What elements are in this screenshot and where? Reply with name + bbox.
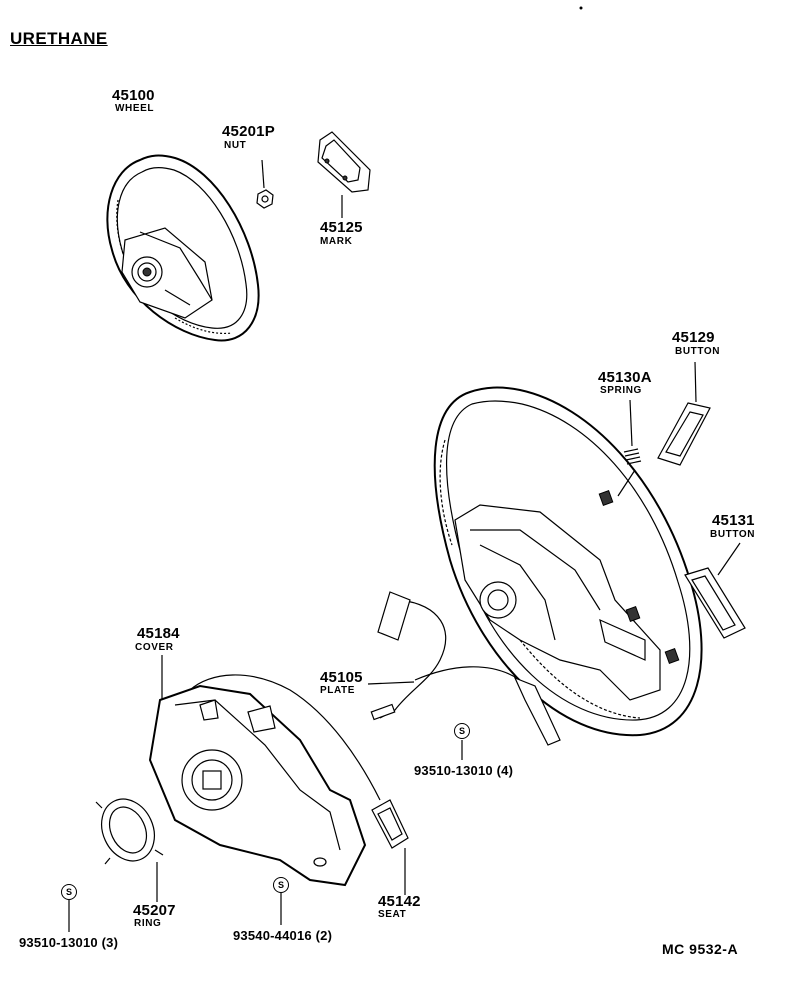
- diagram-code: MC 9532-A: [662, 941, 739, 957]
- diagram-title: URETHANE: [10, 29, 108, 48]
- wheel-small-drawing: [106, 154, 260, 342]
- mark-drawing: [317, 131, 371, 218]
- seat-drawing: [371, 799, 409, 895]
- part-number-button-lower: 45131: [712, 512, 755, 529]
- part-name-button-upper: BUTTON: [675, 346, 721, 357]
- part-number-mark: 45125: [320, 219, 363, 236]
- part-number-nut: 45201P: [222, 123, 275, 140]
- part-name-cover: COVER: [135, 642, 174, 653]
- part-name-spring: SPRING: [600, 385, 642, 396]
- spring-drawing: [623, 399, 642, 465]
- nut-drawing: [256, 159, 274, 209]
- standard-part-number: 93510-13010 (3): [19, 935, 119, 950]
- standard-part-symbol: S: [273, 877, 289, 893]
- part-number-plate: 45105: [320, 669, 363, 686]
- standard-part-number: 93540-44016 (2): [233, 928, 333, 943]
- standard-part-number: 93510-13010 (4): [414, 763, 514, 778]
- part-number-cover: 45184: [137, 625, 180, 642]
- plate-wire-drawing: [367, 591, 561, 746]
- part-number-seat: 45142: [378, 893, 421, 910]
- part-number-spring: 45130A: [598, 369, 652, 386]
- part-name-plate: PLATE: [320, 685, 356, 696]
- standard-part-symbol: S: [454, 723, 470, 739]
- ring-drawing: [95, 798, 164, 902]
- part-name-nut: NUT: [224, 140, 247, 151]
- button-upper-drawing: [657, 361, 711, 466]
- cover-drawing: [148, 655, 381, 887]
- part-number-wheel: 45100: [112, 87, 155, 104]
- part-name-seat: SEAT: [378, 909, 407, 920]
- part-name-ring: RING: [134, 918, 162, 929]
- wheel-large-drawing: [433, 386, 703, 737]
- part-name-mark: MARK: [320, 236, 353, 247]
- button-lower-drawing: [684, 542, 746, 639]
- part-name-button-lower: BUTTON: [710, 529, 756, 540]
- part-number-ring: 45207: [133, 902, 176, 919]
- part-number-button-upper: 45129: [672, 329, 715, 346]
- part-name-wheel: WHEEL: [115, 103, 155, 114]
- standard-part-symbol: S: [61, 884, 77, 900]
